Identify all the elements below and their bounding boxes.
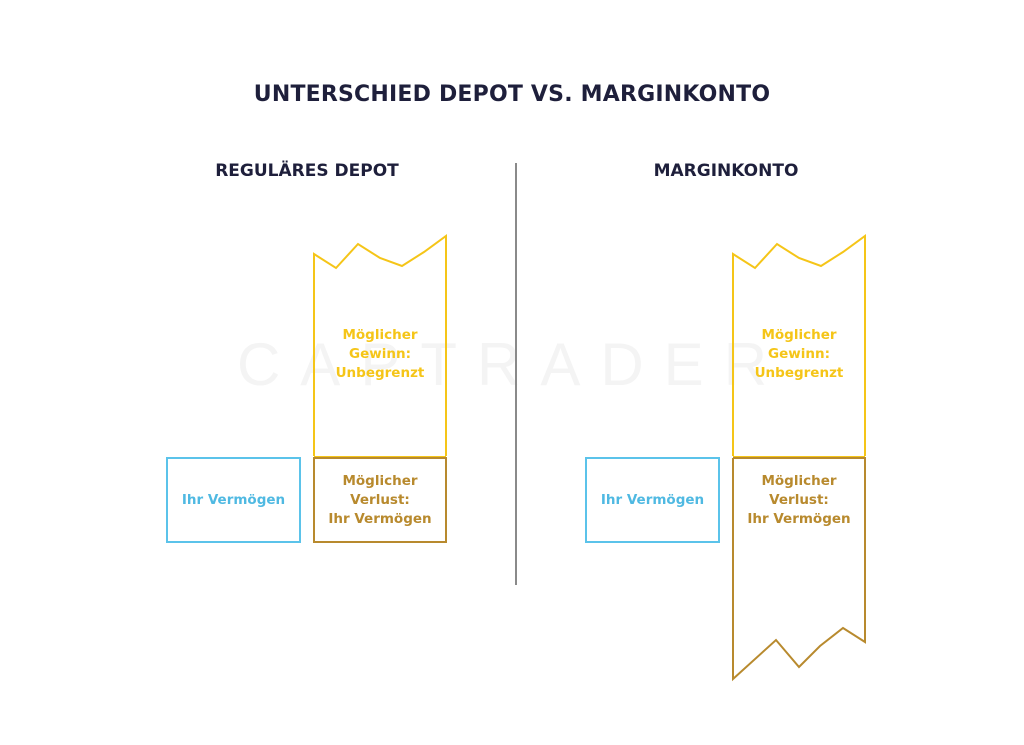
right-gain-line-3: Unbegrenzt [754, 365, 844, 381]
left-loss-line-3: Ihr Vermögen [328, 511, 432, 527]
right-loss-label: Möglicher Verlust: Ihr Vermögen [733, 472, 865, 529]
diagram-title: UNTERSCHIED DEPOT VS. MARGINKONTO [253, 82, 771, 107]
right-asset-box: Ihr Vermögen [585, 457, 720, 543]
right-column-heading: MARGINKONTO [653, 161, 799, 181]
left-gain-shape [313, 234, 447, 456]
right-loss-line-2: Verlust: [769, 492, 829, 508]
right-loss-line-3: Ihr Vermögen [747, 511, 851, 527]
right-asset-label: Ihr Vermögen [600, 491, 705, 508]
left-gain-line-3: Unbegrenzt [335, 365, 425, 381]
left-loss-shape [313, 457, 447, 543]
right-gain-shape [732, 234, 866, 456]
right-gain-line-1: Möglicher [761, 327, 837, 343]
right-gain-line-2: Gewinn: [768, 346, 830, 362]
left-asset-label: Ihr Vermögen [181, 491, 286, 508]
left-gain-label: Möglicher Gewinn: Unbegrenzt [314, 326, 446, 383]
left-loss-label: Möglicher Verlust: Ihr Vermögen [314, 472, 446, 529]
left-gain-line-2: Gewinn: [349, 346, 411, 362]
captrader-watermark: CAPTRADER [236, 331, 788, 398]
left-loss-line-2: Verlust: [350, 492, 410, 508]
column-divider [515, 163, 517, 585]
right-gain-label: Möglicher Gewinn: Unbegrenzt [733, 326, 865, 383]
left-gain-line-1: Möglicher [342, 327, 418, 343]
right-loss-line-1: Möglicher [761, 473, 837, 489]
left-column-heading: REGULÄRES DEPOT [215, 161, 399, 181]
right-loss-shape [732, 457, 866, 682]
left-loss-line-1: Möglicher [342, 473, 418, 489]
left-asset-box: Ihr Vermögen [166, 457, 301, 543]
